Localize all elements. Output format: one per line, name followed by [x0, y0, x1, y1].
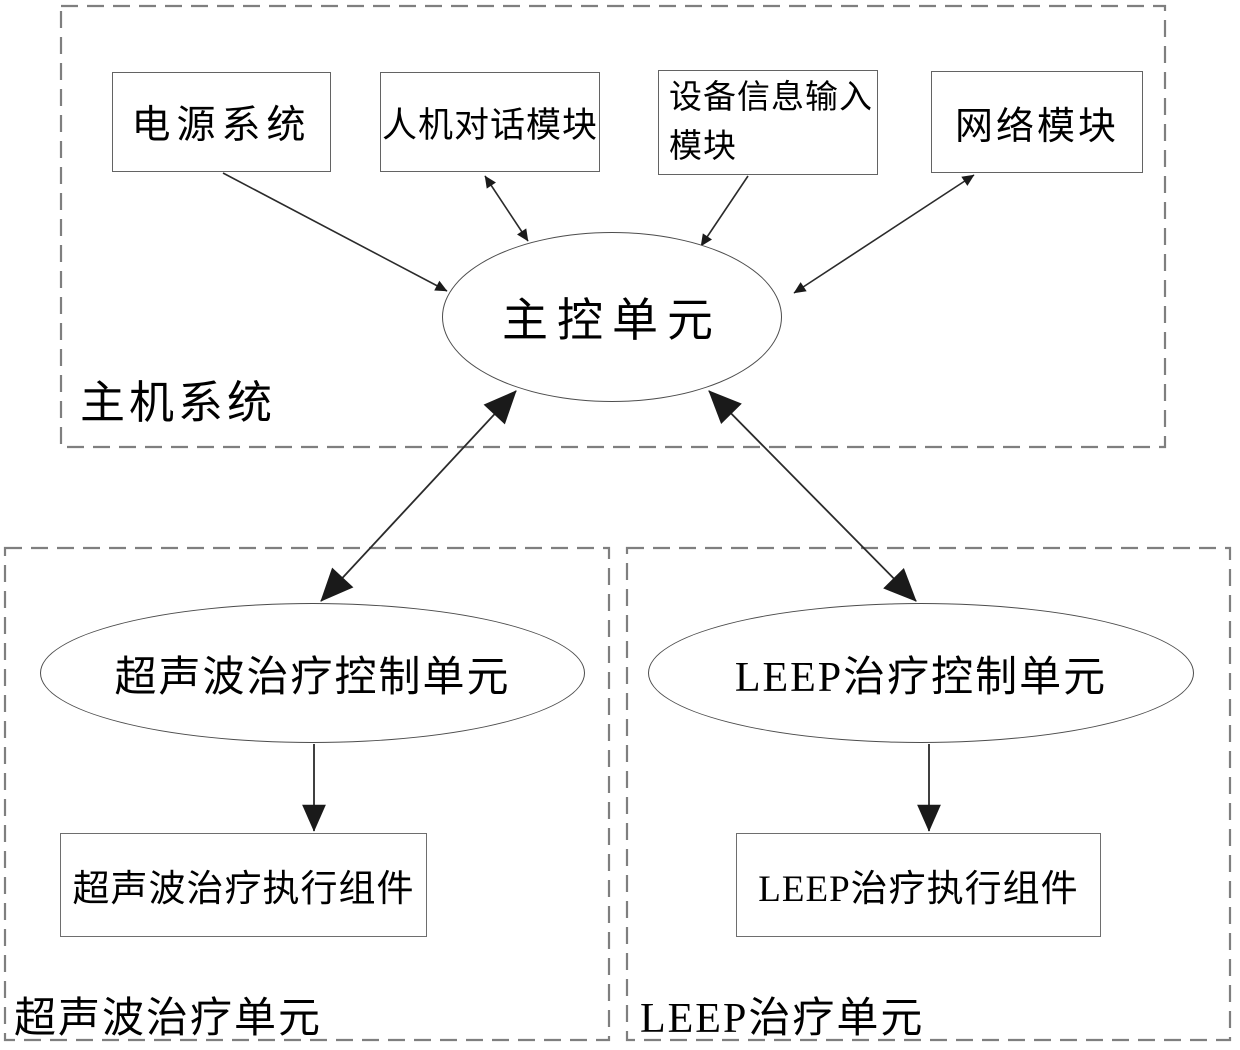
arrow-network-main-bidirectional — [793, 174, 975, 294]
network-module-label: 网络模块 — [954, 105, 1119, 148]
main-control-unit-ellipse: 主控单元 — [442, 232, 782, 402]
leep-control-unit-label: LEEP治疗控制单元 — [734, 654, 1108, 701]
ultrasonic-control-unit-ellipse: 超声波治疗控制单元 — [40, 603, 585, 743]
power-system-label: 电源系统 — [131, 104, 312, 147]
power-system-box: 电源系统 — [112, 72, 331, 172]
leep-unit-group-label: LEEP治疗单元 — [640, 996, 925, 1042]
leep-control-unit-ellipse: LEEP治疗控制单元 — [648, 603, 1194, 743]
ultrasonic-control-unit-label: 超声波治疗控制单元 — [114, 654, 511, 701]
hmi-module-box: 人机对话模块 — [380, 72, 600, 172]
host-system-group-frame — [59, 4, 1167, 449]
leep-actuator-box: LEEP治疗执行组件 — [736, 833, 1101, 937]
ultrasonic-actuator-label: 超声波治疗执行组件 — [72, 869, 415, 910]
arrow-power-to-main — [222, 172, 448, 292]
arrow-deviceinfo-to-main — [700, 175, 749, 247]
host-system-group-label: 主机系统 — [80, 378, 277, 428]
arrow-main-leep-bidirectional — [708, 390, 917, 602]
arrow-main-ultrasonic-bidirectional — [320, 390, 517, 602]
leep-unit-group-frame — [625, 546, 1232, 1042]
hmi-module-label: 人机对话模块 — [381, 105, 598, 145]
device-info-input-box: 设备信息输入 模块 — [658, 70, 878, 175]
ultrasonic-actuator-box: 超声波治疗执行组件 — [60, 833, 427, 937]
arrow-hmi-main-bidirectional — [484, 175, 529, 242]
network-module-box: 网络模块 — [931, 71, 1143, 173]
leep-actuator-label: LEEP治疗执行组件 — [758, 869, 1079, 910]
device-info-input-label-line1: 设备信息输入 — [669, 79, 873, 116]
ultrasonic-unit-group-label: 超声波治疗单元 — [14, 996, 323, 1042]
device-info-input-label-line2: 模块 — [669, 128, 737, 165]
ultrasonic-unit-group-frame — [3, 546, 611, 1042]
main-control-unit-label: 主控单元 — [502, 295, 722, 346]
